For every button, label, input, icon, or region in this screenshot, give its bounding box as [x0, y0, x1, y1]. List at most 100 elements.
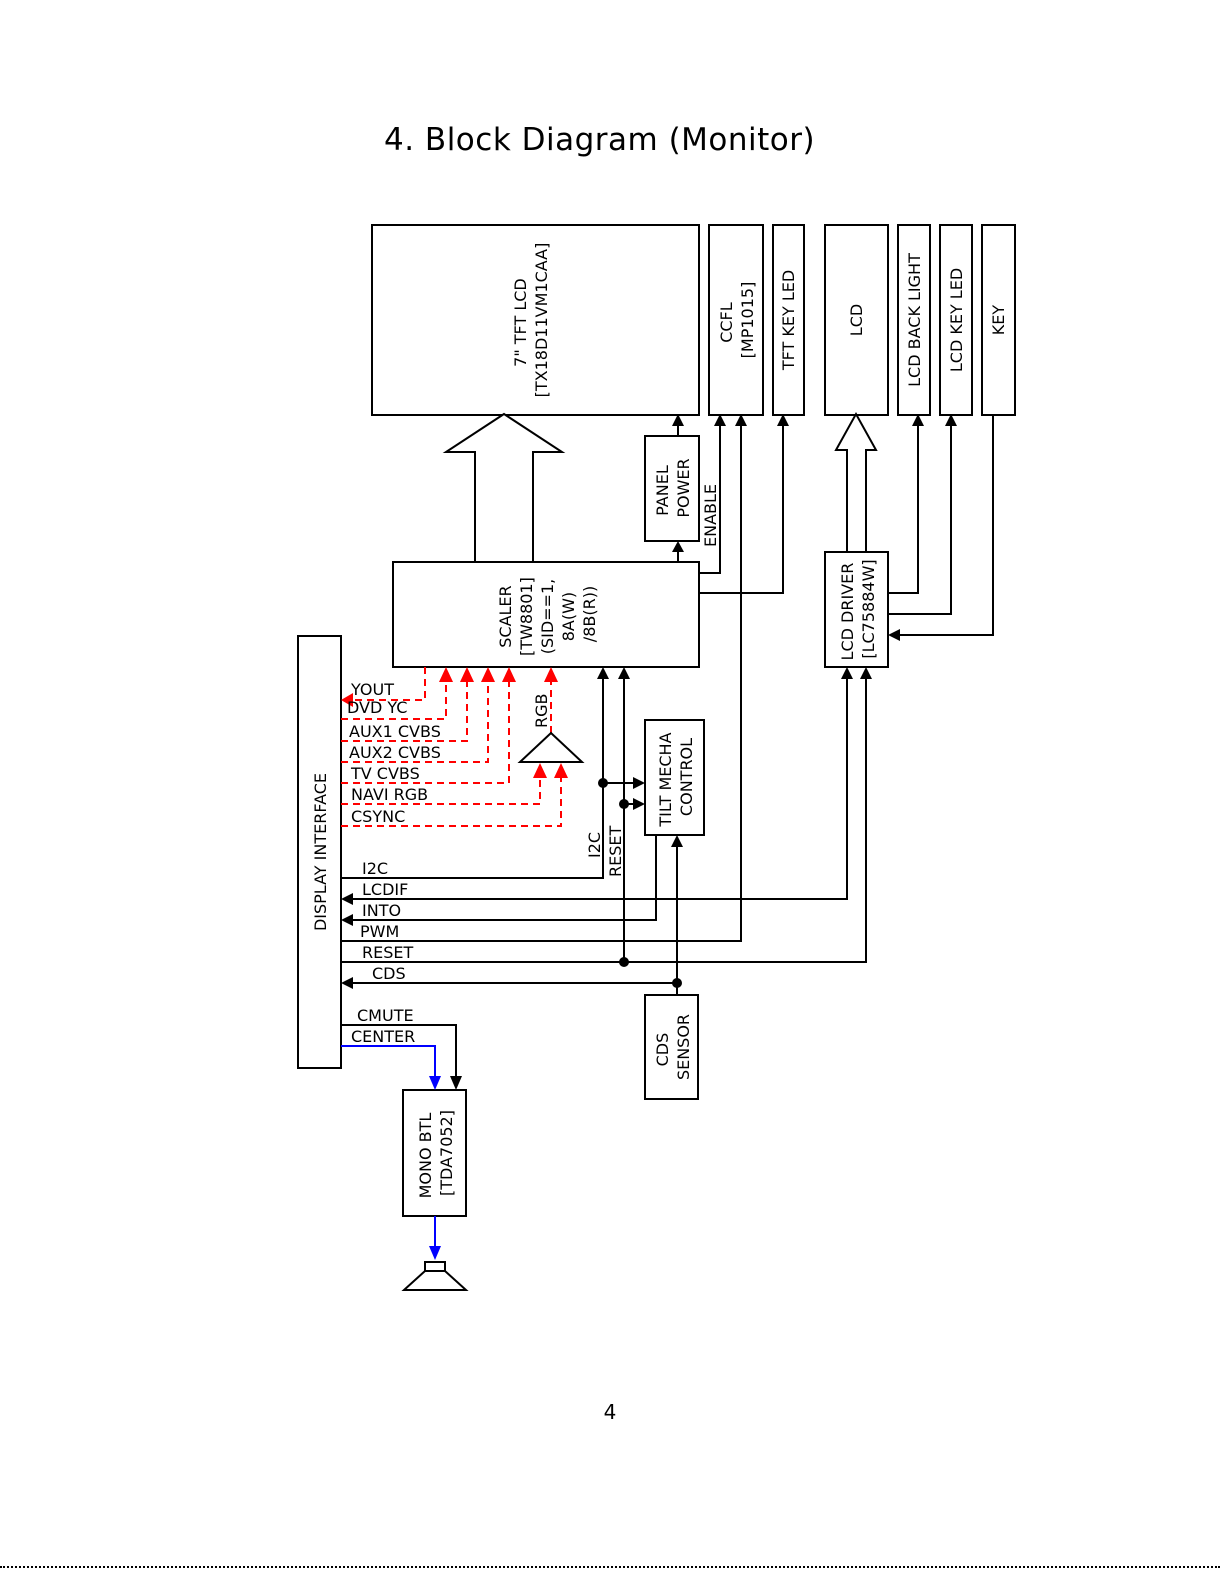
lcdif-arrowhead	[341, 893, 353, 905]
driver-to-lcd-bus-arrow	[834, 411, 878, 553]
scaler-sid: (SID==1,	[538, 579, 557, 655]
lcd-back-light-label: LCD BACK LIGHT	[905, 253, 924, 387]
rgb-label: RGB	[532, 694, 551, 729]
aux2-arrowhead	[481, 667, 495, 682]
aux1-label: AUX1 CVBS	[349, 722, 441, 741]
panel-power-to-lcd-arrowhead	[672, 414, 684, 426]
lcd-driver-block: LCD DRIVER [LC75884W]	[824, 551, 889, 668]
scaler-write-addr: 8A(W)	[559, 592, 578, 641]
display-interface-label: DISPLAY INTERFACE	[311, 773, 330, 931]
aux1-line	[341, 680, 468, 742]
reset-vertical-label: RESET	[606, 826, 625, 877]
reset-to-tilt-arrowhead	[633, 798, 645, 810]
tilt-mecha-control-block: TILT MECHA CONTROL	[644, 719, 705, 836]
yout-arrowhead	[341, 693, 353, 707]
center-label: CENTER	[351, 1027, 415, 1046]
scaler-to-tft-bus-arrow	[442, 412, 566, 563]
back-light-arrowhead	[912, 414, 924, 426]
svg-text:7" TFT LCD [TX18D11VM1C: 7" TFT LCD [TX18D11VM1CAA]	[511, 243, 551, 398]
scaler-to-tft-key-led-line	[699, 424, 784, 594]
svg-text:TFT KEY LED: TFT KEY LED	[779, 270, 798, 371]
center-line	[341, 1045, 436, 1078]
ccfl-block: CCFL [MP1015]	[708, 224, 764, 416]
i2c-label: I2C	[362, 859, 388, 878]
pwm-label: PWM	[360, 922, 399, 941]
lcd-driver-label: LCD DRIVER	[838, 563, 857, 661]
enable-label: ENABLE	[701, 484, 720, 547]
bottom-rule	[0, 1566, 1220, 1568]
speaker-icon	[401, 1261, 469, 1291]
mono-btl-label: MONO BTL	[416, 1113, 435, 1199]
cds-sensor-label-2: SENSOR	[674, 1014, 693, 1080]
svg-text:LCD DRIVER [LC75884W]: LCD DRIVER [LC75884W]	[838, 558, 878, 661]
page-title: 4. Block Diagram (Monitor)	[384, 122, 816, 158]
scaler-read-addr: /8B(R))	[580, 586, 599, 642]
key-label: KEY	[989, 305, 1008, 336]
scaler-block: SCALER [TW8801] (SID==1, 8A(W) /8B(R))	[392, 561, 700, 668]
csync-label: CSYNC	[351, 807, 405, 826]
reset-to-driver-arrowhead	[860, 667, 872, 679]
navi-rgb-line	[341, 776, 541, 805]
lcd-key-led-label: LCD KEY LED	[947, 268, 966, 372]
tilt-mecha-label: TILT MECHA	[656, 732, 675, 827]
cmute-line	[341, 1024, 457, 1078]
driver-to-back-light-line	[888, 424, 919, 594]
enable-arrowhead	[714, 414, 726, 426]
svg-text:CCFL [MP1015]: CCFL [MP1015]	[717, 282, 757, 359]
navi-rgb-label: NAVI RGB	[351, 785, 428, 804]
svg-text:KEY: KEY	[989, 305, 1008, 336]
reset-line	[341, 677, 867, 963]
tft-key-led-arrowhead	[777, 414, 789, 426]
tft-lcd-block: 7" TFT LCD [TX18D11VM1CAA]	[371, 224, 700, 416]
key-led-arrowhead	[945, 414, 957, 426]
mono-btl-block: MONO BTL [TDA7052]	[402, 1089, 467, 1217]
mono-btl-part: [TDA7052]	[437, 1110, 456, 1196]
svg-text:LCD KEY LED: LCD KEY LED	[947, 268, 966, 372]
ccfl-label: CCFL	[717, 302, 736, 343]
key-block: KEY	[981, 224, 1016, 416]
panel-power-block: PANEL POWER	[644, 435, 700, 542]
aux2-line	[341, 680, 489, 763]
driver-to-key-led-line	[888, 424, 952, 615]
i2c-to-tilt-arrowhead	[633, 777, 645, 789]
svg-text:LCD: LCD	[847, 304, 866, 336]
tft-lcd-label: 7" TFT LCD	[511, 278, 530, 367]
cds-arrowhead	[341, 977, 353, 989]
scaler-to-panel-power-arrowhead	[672, 541, 684, 552]
panel-power-label-2: POWER	[674, 458, 693, 517]
ccfl-part: [MP1015]	[738, 282, 757, 359]
lcdif-label: LCDIF	[362, 880, 408, 899]
dvd-yc-label: DVD YC	[347, 698, 407, 717]
lcd-back-light-block: LCD BACK LIGHT	[897, 224, 931, 416]
dvd-yc-arrowhead	[439, 667, 453, 682]
i2c-arrowhead	[597, 667, 609, 679]
svg-text:SCALER [TW8801] (S: SCALER [TW8801] (SID==1, 8A(W) /8B(R))	[496, 572, 599, 656]
tv-cvbs-label: TV CVBS	[350, 764, 420, 783]
svg-text:CDS SENSOR: CDS SENSOR	[653, 1014, 693, 1080]
page-number: 4	[603, 1400, 617, 1424]
cds-sensor-block: CDS SENSOR	[644, 994, 699, 1100]
scaler-label: SCALER	[496, 585, 515, 647]
lcdif-line	[351, 677, 848, 900]
tft-key-led-block: TFT KEY LED	[772, 224, 805, 416]
aux2-label: AUX2 CVBS	[349, 743, 441, 762]
into-arrowhead	[341, 914, 353, 926]
lcdif-driver-arrowhead	[841, 667, 853, 679]
cds-sensor-label: CDS	[653, 1033, 672, 1067]
svg-text:PANEL POWER: PANEL POWER	[653, 458, 693, 517]
tv-cvbs-arrowhead	[502, 667, 516, 682]
csync-arrowhead	[554, 763, 568, 778]
panel-power-label: PANEL	[653, 465, 672, 516]
enable-line	[699, 424, 721, 574]
lcd-driver-part: [LC75884W]	[859, 559, 878, 658]
reset-to-scaler-arrowhead	[618, 667, 630, 679]
rgb-arrowhead	[544, 667, 558, 682]
i2c-junction-dot	[598, 778, 608, 788]
cds-junction-dot	[672, 978, 682, 988]
scaler-part: [TW8801]	[517, 577, 536, 656]
pwm-arrowhead	[735, 414, 747, 426]
pwm-line	[341, 424, 742, 942]
lcd-key-led-block: LCD KEY LED	[939, 224, 973, 416]
i2c-vertical-label: I2C	[585, 832, 604, 858]
